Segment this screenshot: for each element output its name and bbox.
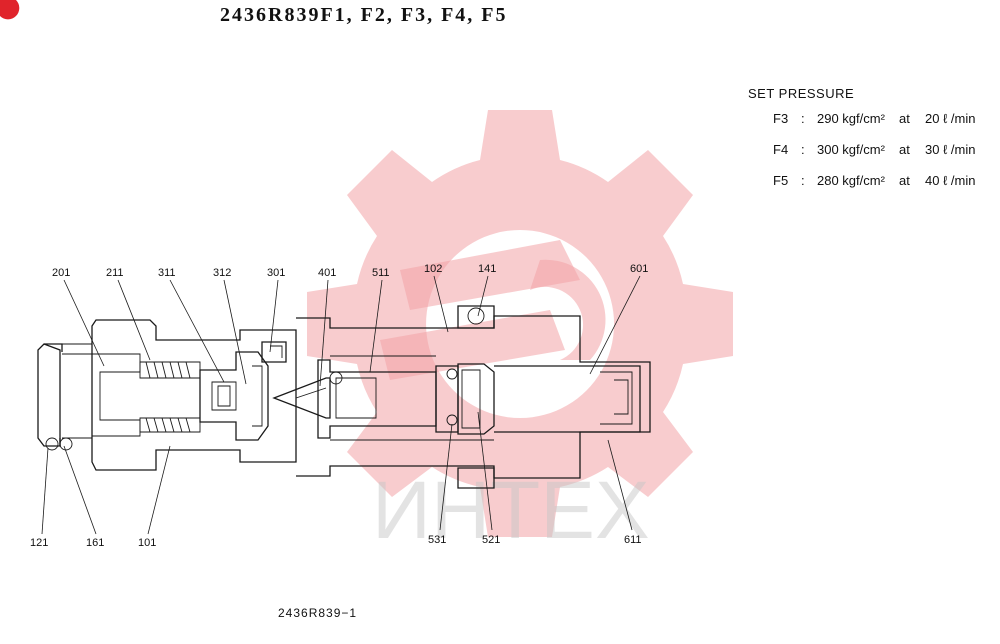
model-label: F4 [773, 142, 789, 157]
part-label-611: 611 [624, 534, 642, 546]
part-label-601: 601 [630, 263, 648, 275]
at-label: at [899, 142, 910, 157]
part-label-201: 201 [52, 267, 70, 279]
flow-value: 30 ℓ /min [925, 142, 976, 157]
corner-logo-icon [0, 0, 20, 20]
pressure-value: 280 kgf/cm² [817, 173, 885, 188]
pressure-value: 290 kgf/cm² [817, 111, 885, 126]
part-label-511: 511 [372, 267, 390, 279]
part-label-211: 211 [106, 267, 124, 279]
part-label-102: 102 [424, 263, 442, 275]
at-label: at [899, 173, 910, 188]
flow-value: 40 ℓ /min [925, 173, 976, 188]
drawing-caption: 2436R839−1 [278, 606, 358, 620]
leader-lines [41, 275, 641, 535]
part-label-161: 161 [86, 537, 104, 549]
drawing-title: 2436R839F1, F2, F3, F4, F5 [220, 4, 508, 26]
set-pressure-heading: SET PRESSURE [748, 86, 855, 101]
part-label-531: 531 [428, 534, 446, 546]
part-labels: 201 211 311 312 301 401 511 102 141 601 … [30, 263, 648, 549]
part-label-301: 301 [267, 267, 285, 279]
set-pressure-row: F5 : 280 kgf/cm² at 40 ℓ /min [748, 173, 975, 204]
model-label: F3 [773, 111, 789, 126]
part-label-312: 312 [213, 267, 231, 279]
watermark-text: ИНТЕХ [372, 465, 650, 556]
flow-value: 20 ℓ /min [925, 111, 976, 126]
part-label-121: 121 [30, 537, 48, 549]
at-label: at [899, 111, 910, 126]
part-label-101: 101 [138, 537, 156, 549]
set-pressure-row: F4 : 300 kgf/cm² at 30 ℓ /min [748, 142, 975, 173]
part-label-311: 311 [158, 267, 176, 279]
model-label: F5 [773, 173, 789, 188]
set-pressure-row: F3 : 290 kgf/cm² at 20 ℓ /min [748, 111, 975, 142]
colon: : [801, 142, 805, 157]
pressure-value: 300 kgf/cm² [817, 142, 885, 157]
colon: : [801, 111, 805, 126]
part-label-141: 141 [478, 263, 496, 275]
part-label-521: 521 [482, 534, 500, 546]
part-label-401: 401 [318, 267, 336, 279]
set-pressure-table: SET PRESSURE F3 : 290 kgf/cm² at 20 ℓ /m… [748, 86, 975, 204]
gear-logo-icon [307, 110, 733, 537]
colon: : [801, 173, 805, 188]
